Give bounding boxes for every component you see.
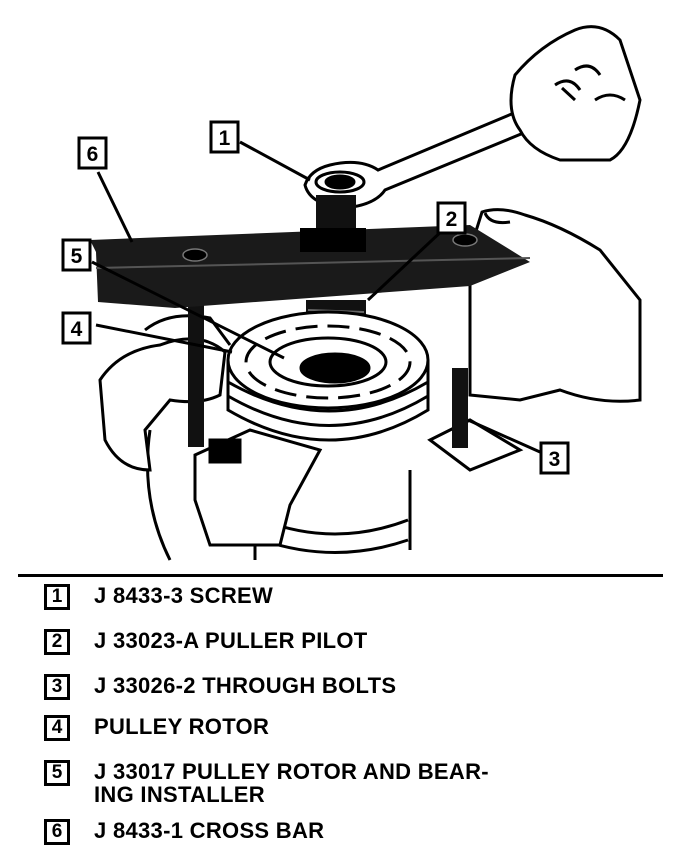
callout-4: 4: [61, 311, 92, 345]
svg-text:3: 3: [549, 448, 561, 471]
legend-label: J 33017 PULLEY ROTOR AND BEAR- ING INSTA…: [94, 759, 489, 807]
legend-item-5: 5 J 33017 PULLEY ROTOR AND BEAR- ING INS…: [44, 760, 489, 806]
svg-text:5: 5: [71, 245, 83, 268]
legend-item-6: 6 J 8433-1 CROSS BAR: [44, 819, 324, 845]
cross-bar: [90, 225, 531, 308]
legend-item-4: 4 PULLEY ROTOR: [44, 715, 269, 741]
svg-text:2: 2: [446, 208, 458, 231]
legend-number-box: 3: [44, 674, 70, 700]
through-bolts: [188, 262, 468, 448]
legend-label: PULLEY ROTOR: [94, 714, 270, 739]
callout-5: 5: [61, 238, 92, 272]
legend-label: J 8433-1 CROSS BAR: [94, 818, 325, 843]
legend-number-box: 5: [44, 760, 70, 786]
svg-text:4: 4: [71, 318, 83, 341]
legend-number-box: 4: [44, 715, 70, 741]
svg-text:1: 1: [219, 127, 231, 150]
installation-illustration: 1 2 3 4 5 6: [61, 25, 642, 561]
legend-item-1: 1 J 8433-3 SCREW: [44, 584, 273, 610]
divider-line: [18, 574, 663, 577]
right-hand: [468, 208, 642, 403]
legend-number-box: 6: [44, 819, 70, 845]
svg-text:6: 6: [87, 143, 99, 166]
pulley-rotor: [226, 310, 430, 442]
callout-1: 1: [209, 120, 240, 154]
leader-lines: [91, 140, 541, 454]
legend-item-3: 3 J 33026-2 THROUGH BOLTS: [44, 674, 396, 700]
callout-6: 6: [77, 136, 108, 170]
top-hand: [509, 25, 642, 162]
legend-label: J 33023-A PULLER PILOT: [94, 628, 368, 653]
legend-item-2: 2 J 33023-A PULLER PILOT: [44, 629, 368, 655]
legend-label: J 8433-3 SCREW: [94, 583, 274, 608]
legend-number-box: 1: [44, 584, 70, 610]
callout-3: 3: [539, 441, 570, 475]
callout-2: 2: [436, 201, 467, 235]
legend-number-box: 2: [44, 629, 70, 655]
legend-label: J 33026-2 THROUGH BOLTS: [94, 673, 397, 698]
